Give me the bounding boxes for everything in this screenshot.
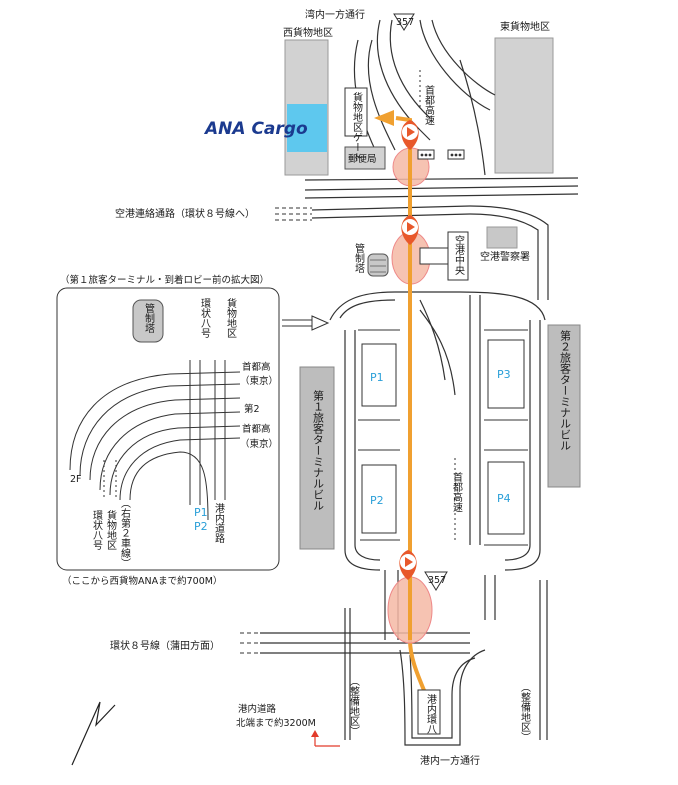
route-arrow-icon <box>374 110 394 126</box>
inset-label-right2: （右第２車線） <box>119 498 131 568</box>
parking-p3-box <box>487 339 525 409</box>
label-airport-police: 空港警察署 <box>480 250 530 263</box>
label-terminal-2: 第２旅客ターミナルビル <box>559 329 572 451</box>
inset-caption: （第１旅客ターミナル・到着ロビー前の拡大図） <box>60 274 269 286</box>
label-p3: P3 <box>497 368 511 381</box>
east-cargo-building <box>494 37 554 174</box>
inset-label-tokyo1: （東京） <box>240 375 278 387</box>
play-marker-icon <box>399 550 417 580</box>
konai-kanpachi-box <box>417 689 441 735</box>
label-east-cargo: 東貨物地区 <box>500 20 550 33</box>
ana-cargo-logo: ANA Cargo <box>203 119 308 139</box>
label-route-357-top: 357 <box>396 17 414 28</box>
label-shuto-top: 首都高速 <box>423 84 435 125</box>
inset-label-cargo: 貨物地区 <box>225 297 237 338</box>
inset-label-tokyo2: （東京） <box>240 438 278 450</box>
post-office-building <box>344 146 386 170</box>
police-building <box>486 226 518 249</box>
inset-label-2f: 2F <box>70 474 82 485</box>
label-kanjo8: 環状８号線（蒲田方面） <box>110 639 220 652</box>
label-konai-road: 港内道路 <box>238 703 277 715</box>
inset-label-kanseito: 管制塔 <box>143 302 155 334</box>
play-marker-icon <box>401 120 419 150</box>
route-shield-icon <box>393 13 415 31</box>
inset-label-shuto1: 首都高 <box>242 361 271 373</box>
inset-label-cargo2: 貨物地区 <box>105 509 117 550</box>
inset-label-kanjo2: 環状八号 <box>91 510 103 551</box>
label-konai-box: 港内環八 <box>425 694 437 734</box>
play-marker-icon <box>401 215 419 245</box>
label-wannai-oneway-bottom: 港内一方通行 <box>420 754 480 767</box>
label-wannai-oneway-top: 湾内一方通行 <box>305 8 365 21</box>
label-airport-center: 空港中央 <box>453 234 465 276</box>
label-cargo-gate: 貨物地区ゲート <box>351 91 363 162</box>
inset-note: （ここから西貨物ANAまで約700M） <box>62 575 222 587</box>
red-arrow-icon <box>311 730 340 747</box>
label-west-cargo: 西貨物地区 <box>283 26 333 39</box>
ana-cargo-building <box>287 104 327 152</box>
inset-label-dai2: 第2 <box>244 403 260 415</box>
label-p1: P1 <box>370 371 384 384</box>
label-post-office: 郵便局 <box>348 153 377 165</box>
control-tower-icon <box>367 253 389 277</box>
label-seibi-right: （整備地区） <box>519 682 531 742</box>
north-arrow-icon <box>71 701 116 766</box>
route-shield-icon <box>424 571 448 591</box>
cargo-gate-box <box>344 87 368 137</box>
parking-p1-box <box>361 343 397 407</box>
terminal-2-building <box>547 324 581 488</box>
label-route-357-mid: 357 <box>428 575 446 586</box>
parking-p4-box <box>487 461 525 535</box>
label-p2: P2 <box>370 494 384 507</box>
inset-label-konai: 港内道路 <box>213 503 225 544</box>
label-p4: P4 <box>497 492 511 505</box>
label-terminal-1: 第１旅客ターミナルビル <box>312 389 325 511</box>
inset-label-kanjo: 環状八号 <box>199 298 211 339</box>
inset-label-shuto2: 首都高 <box>242 423 271 435</box>
label-airport-link: 空港連絡通路（環状８号線へ） <box>115 207 255 220</box>
label-shuto-mid: 首都高速 <box>451 471 463 512</box>
label-konai-distance: 北端まで約3200M <box>236 717 316 729</box>
inset-control-tower-icon <box>132 299 164 343</box>
label-seibi-left: （整備地区） <box>348 676 360 736</box>
inset-label-p2: P2 <box>194 520 208 533</box>
terminal-1-building <box>299 366 335 550</box>
parking-p2-box <box>361 464 397 534</box>
inset-label-p1: P1 <box>194 506 208 519</box>
label-kanseito: 管制塔 <box>353 242 365 274</box>
inset-pointer-arrow-icon <box>311 315 330 331</box>
